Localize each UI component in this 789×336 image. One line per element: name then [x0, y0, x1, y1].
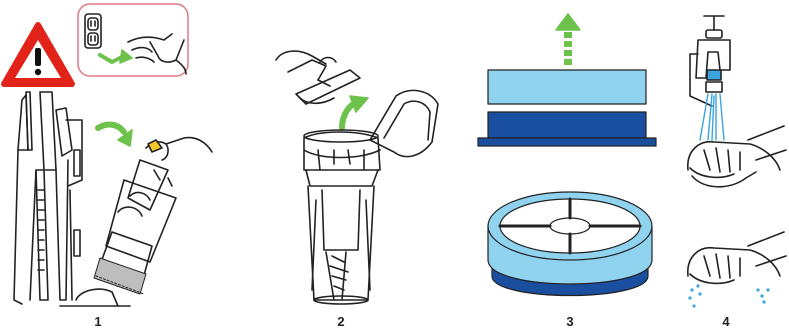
panel-2-remove-filter — [276, 51, 438, 304]
warning-icon — [4, 25, 72, 84]
panel-1-empty-bin — [4, 4, 212, 306]
hand-holding-filter-upper — [688, 126, 786, 187]
dust-bin-removed — [94, 138, 212, 294]
water-stream — [700, 94, 724, 140]
water-drops-icon — [688, 284, 769, 307]
faucet-icon — [690, 16, 730, 106]
step-number-2: 2 — [326, 314, 356, 329]
open-flap — [370, 90, 438, 156]
unplug-icon — [78, 4, 188, 76]
dust-canister — [304, 130, 380, 304]
step-number-3: 3 — [555, 314, 585, 329]
step-number-4: 4 — [711, 314, 741, 329]
panel-3-separate-filters — [478, 14, 656, 296]
rotate-arrow-icon — [342, 96, 368, 128]
panel-4-rinse-filter — [688, 16, 786, 308]
foam-filter-dark — [478, 112, 656, 146]
foam-filter-light — [488, 70, 646, 104]
round-filter — [488, 192, 652, 296]
hand-holding-lid — [276, 51, 360, 104]
rotate-arrow-icon — [98, 125, 132, 146]
hand-holding-filter-lower — [688, 232, 786, 283]
step-number-1: 1 — [83, 314, 113, 329]
lift-arrow-icon — [556, 14, 580, 65]
